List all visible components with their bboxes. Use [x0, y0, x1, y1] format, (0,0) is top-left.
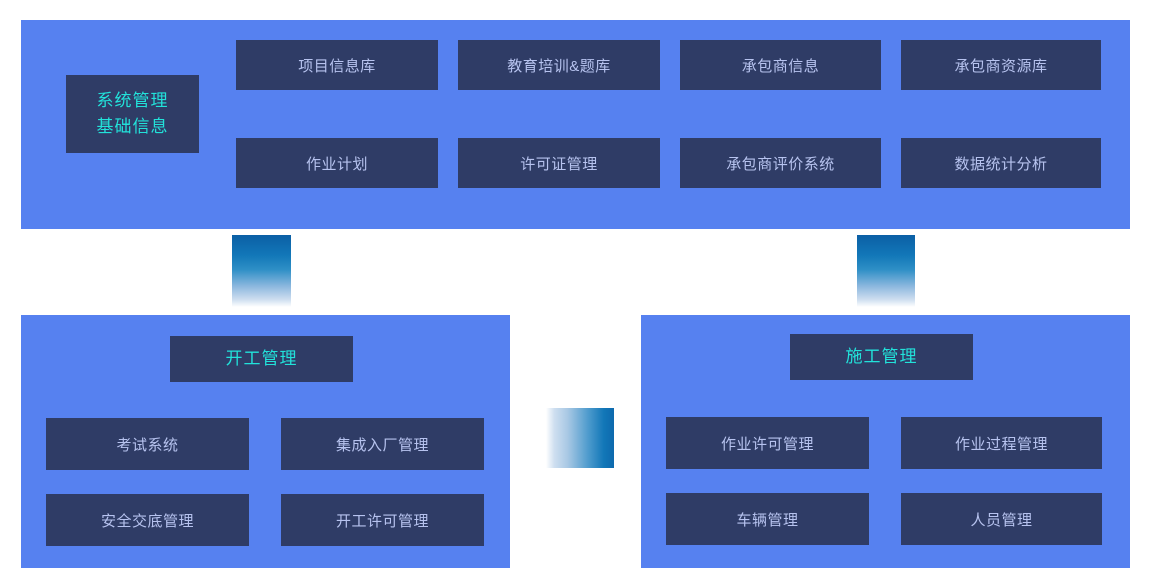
module-tile-contractor-resource-library[interactable]: 承包商资源库 [901, 40, 1101, 90]
module-tile-data-statistics-analysis[interactable]: 数据统计分析 [901, 138, 1101, 188]
module-tile-education-training-question-bank[interactable]: 教育培训&题库 [458, 40, 660, 90]
panel-title-construction-management: 施工管理 [790, 334, 973, 380]
connector-arrow-right [857, 235, 915, 307]
module-tile-startup-permit-management[interactable]: 开工许可管理 [281, 494, 484, 546]
connector-arrow-left [232, 235, 291, 307]
module-tile-project-info-library[interactable]: 项目信息库 [236, 40, 438, 90]
module-tile-vehicle-management[interactable]: 车辆管理 [666, 493, 869, 545]
module-tile-work-permit-management[interactable]: 作业许可管理 [666, 417, 869, 469]
module-tile-personnel-management[interactable]: 人员管理 [901, 493, 1102, 545]
module-tile-safety-briefing-management[interactable]: 安全交底管理 [46, 494, 249, 546]
connector-arrow-middle [546, 408, 614, 468]
panel-title-startup-management: 开工管理 [170, 336, 353, 382]
module-tile-contractor-evaluation-system[interactable]: 承包商评价系统 [680, 138, 881, 188]
module-tile-contractor-info[interactable]: 承包商信息 [680, 40, 881, 90]
module-tile-exam-system[interactable]: 考试系统 [46, 418, 249, 470]
module-tile-work-process-management[interactable]: 作业过程管理 [901, 417, 1102, 469]
panel-title-system-management: 系统管理 基础信息 [66, 75, 199, 153]
module-tile-permit-management[interactable]: 许可证管理 [458, 138, 660, 188]
module-tile-integrated-plant-entry-management[interactable]: 集成入厂管理 [281, 418, 484, 470]
module-tile-work-plan[interactable]: 作业计划 [236, 138, 438, 188]
